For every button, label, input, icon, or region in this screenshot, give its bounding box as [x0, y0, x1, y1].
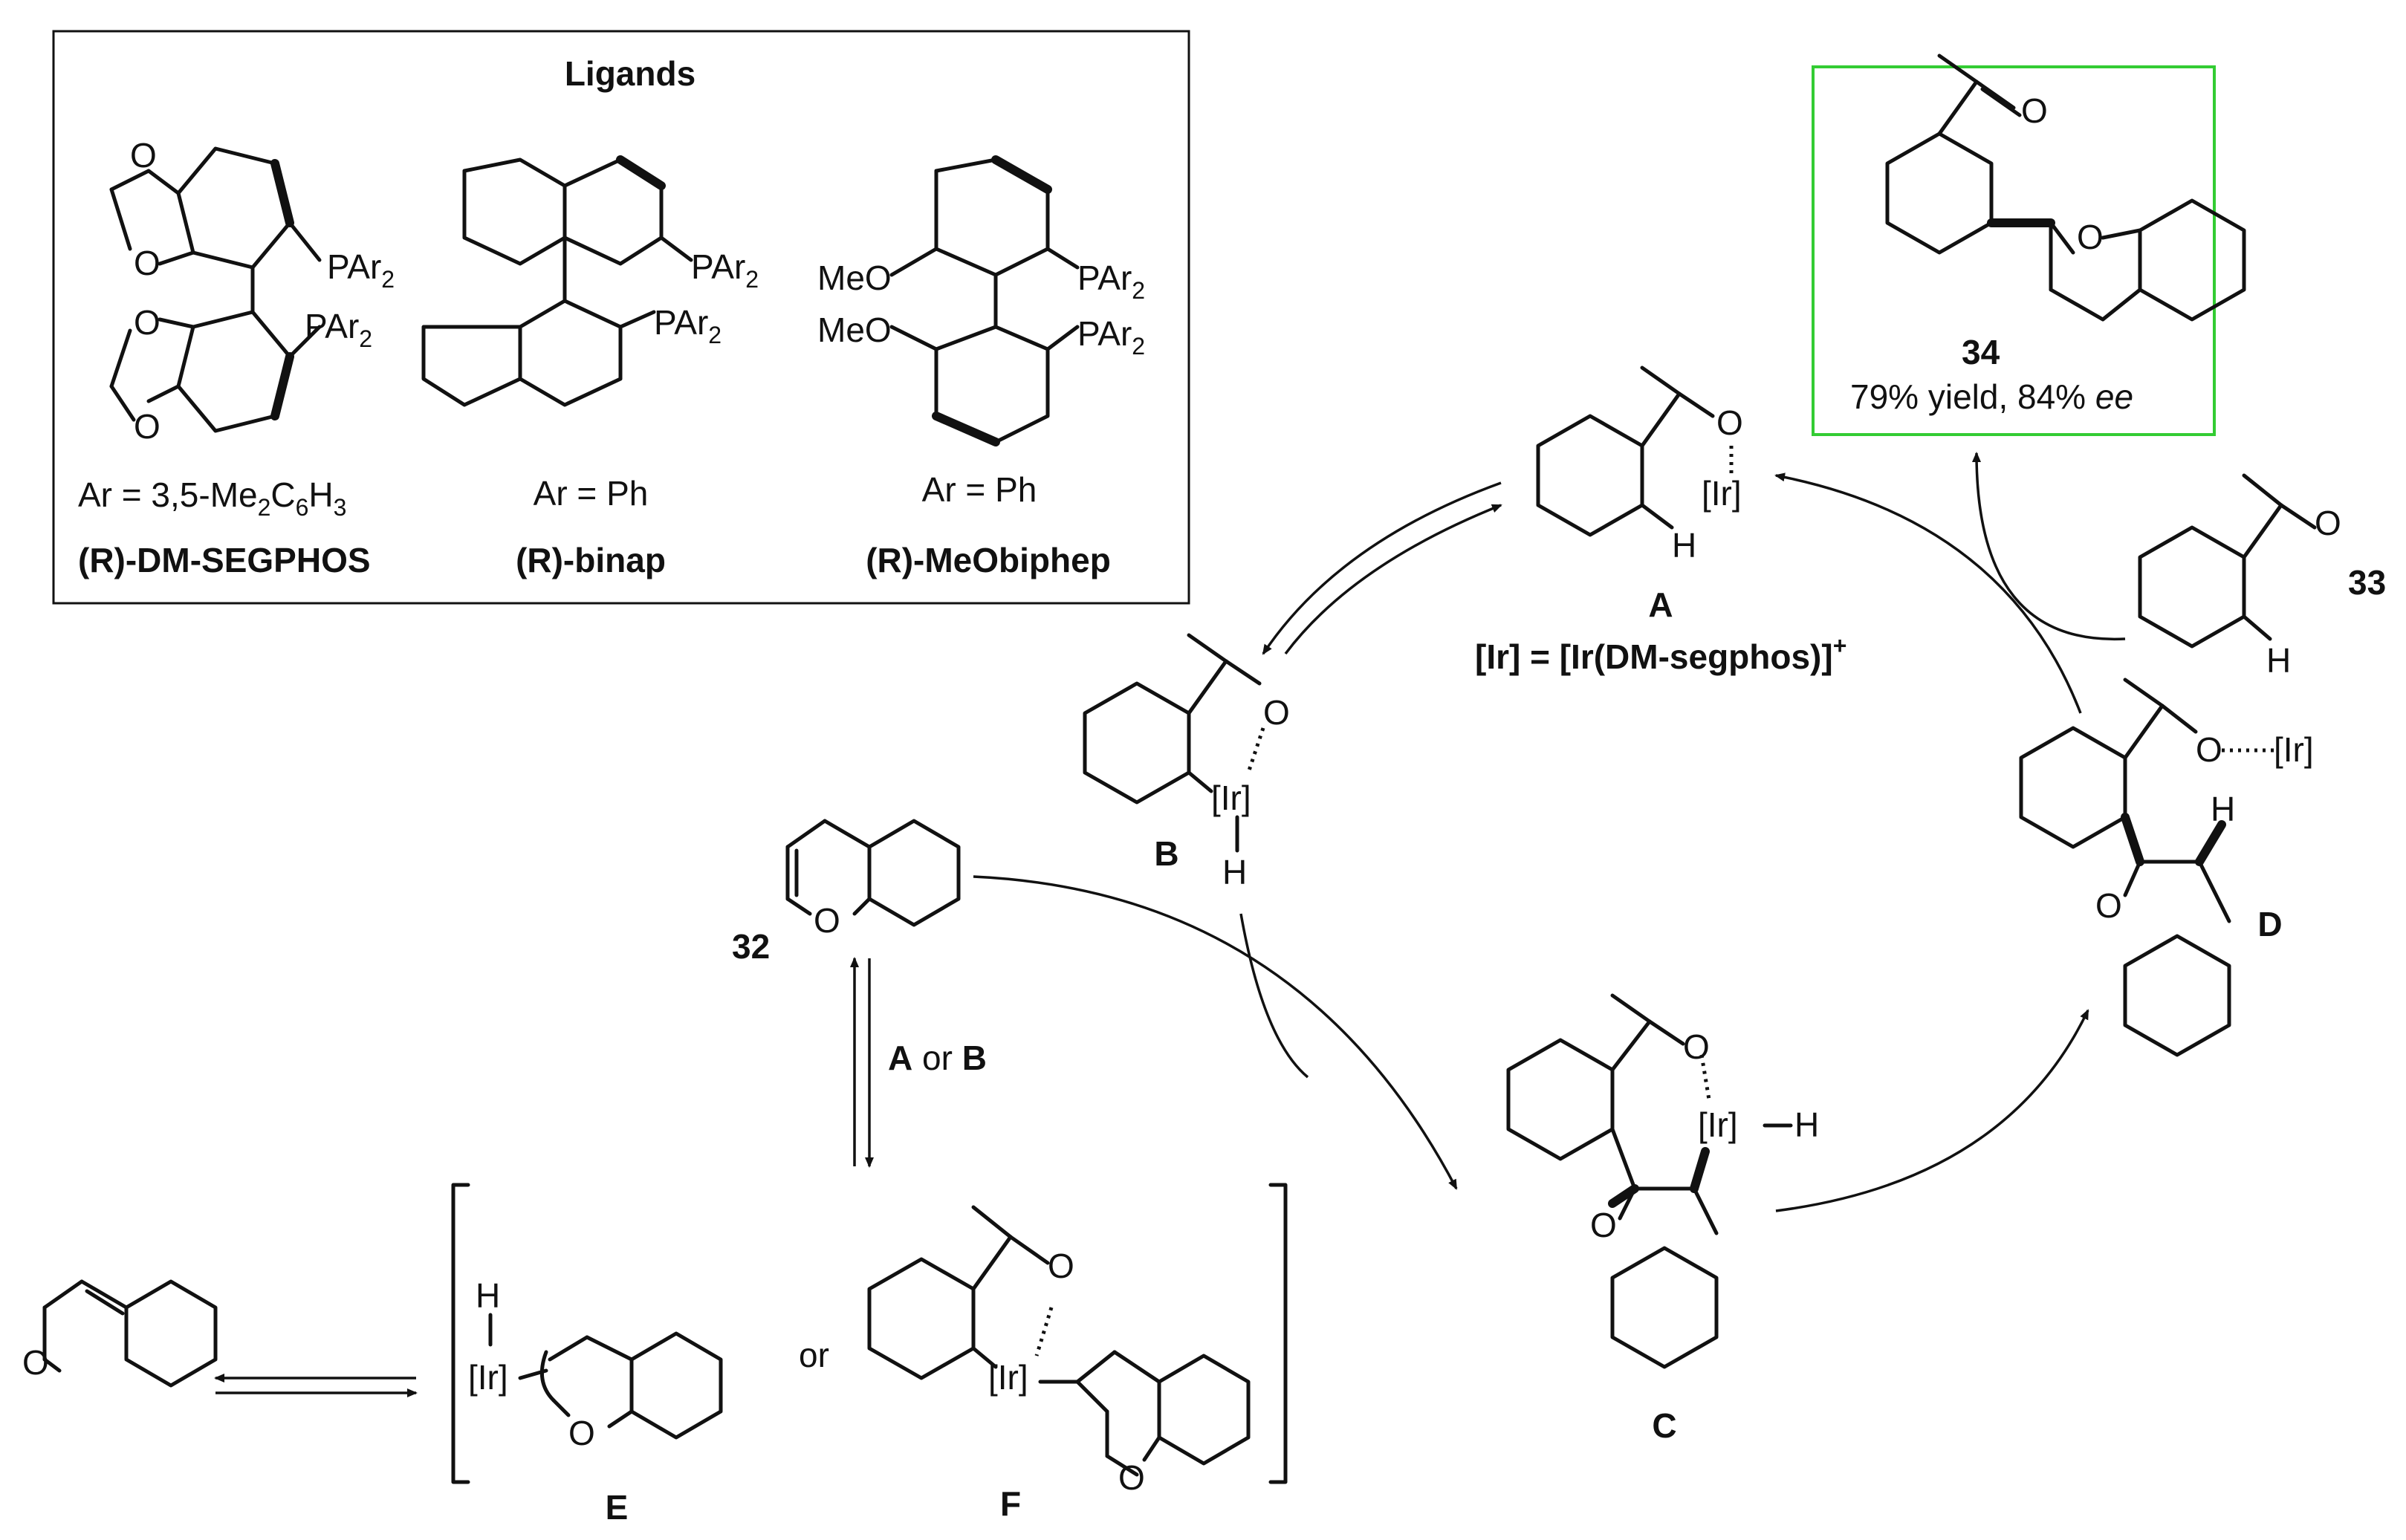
arrows	[214, 452, 2126, 1397]
atom-o: O	[2077, 218, 2104, 256]
compound-33: O H 33	[2138, 473, 2386, 680]
atom-o: O	[2196, 730, 2222, 769]
compound-33-label: 33	[2348, 563, 2386, 602]
intermediate-f: O [Ir] O F	[867, 1205, 1251, 1523]
atom-o: O	[2315, 504, 2341, 542]
arrow-c-to-d	[1775, 1009, 2089, 1212]
compound-32-label: 32	[732, 927, 770, 966]
ligand-ar-meobiphep: Ar = Ph	[922, 470, 1037, 509]
atom-par2: PAr2	[305, 307, 372, 352]
intermediate-b: O [Ir] H B	[1083, 633, 1290, 891]
atom-h: H	[1794, 1105, 1819, 1144]
atom-ir: [Ir]	[2274, 730, 2314, 769]
atom-o: O	[1118, 1458, 1145, 1497]
atom-h: H	[476, 1276, 500, 1315]
atom-o: O	[1263, 693, 1290, 732]
atom-ir: [Ir]	[468, 1358, 508, 1397]
atom-o: O	[22, 1343, 49, 1382]
atom-o: O	[2021, 91, 2048, 130]
arrow-a-to-b	[1262, 481, 1502, 655]
atom-par2: PAr2	[327, 247, 395, 293]
atom-o: O	[1683, 1027, 1710, 1066]
atom-ir: [Ir]	[1702, 474, 1742, 513]
intermediate-d: O [Ir] H O D	[2019, 678, 2314, 1057]
label-e: E	[606, 1488, 629, 1527]
compound-34-label: 34	[1962, 333, 2000, 371]
atom-o: O	[1048, 1247, 1074, 1285]
atom-meo: MeO	[817, 311, 892, 349]
atom-par2: PAr2	[1077, 259, 1145, 304]
atom-o: O	[134, 303, 160, 342]
catalyst-definition: [Ir] = [Ir(DM-segphos)]+	[1475, 632, 1846, 676]
equilibrium-label: A or B	[888, 1039, 987, 1077]
product-result: 79% yield, 84% ee	[1850, 377, 2133, 416]
ligand-name-dmsegphos: (R)-DM-SEGPHOS	[78, 541, 371, 579]
dm-segphos-structure: O O O O PAr2 PAr2	[109, 136, 395, 446]
atom-o: O	[1716, 403, 1743, 442]
ligand-name-binap: (R)-binap	[516, 541, 666, 579]
binap-structure: PAr2 PAr2	[421, 155, 759, 407]
atom-par2: PAr2	[691, 247, 759, 293]
or-text: or	[799, 1336, 829, 1374]
atom-h: H	[2211, 790, 2235, 828]
atom-par2: PAr2	[654, 303, 722, 348]
arrow-b-into-path	[1239, 913, 1309, 1079]
ligand-ar-dmsegphos: Ar = 3,5-Me2C6H3	[78, 475, 346, 521]
arrow-d-to-a	[1774, 472, 2082, 714]
atom-o: O	[568, 1414, 595, 1452]
label-f: F	[1000, 1484, 1021, 1523]
arrow-to-product	[1972, 452, 2126, 641]
ligands-box: Ligands O O O O PAr2 PAr2 Ar = 3,5-Me2C	[52, 30, 1190, 605]
meobiphep-structure: MeO MeO PAr2 PAr2	[817, 155, 1145, 446]
atom-ir: [Ir]	[1698, 1105, 1738, 1144]
atom-o: O	[1590, 1206, 1617, 1244]
atom-ir: [Ir]	[988, 1358, 1028, 1397]
ligand-name-meobiphep: (R)-MeObiphep	[866, 541, 1111, 579]
ligand-ar-binap: Ar = Ph	[534, 474, 649, 513]
atom-o: O	[134, 407, 160, 446]
intermediate-c: O [Ir] H O C	[1506, 993, 1819, 1445]
label-d: D	[2257, 905, 2282, 943]
product-box: O O 34 79% yield, 84% ee	[1812, 53, 2246, 436]
arrow-b-to-a	[1284, 504, 1502, 655]
atom-o: O	[814, 901, 840, 940]
label-b: B	[1154, 834, 1178, 873]
intermediate-e: H [Ir] O E	[468, 1276, 723, 1527]
arrow-32-to-c	[973, 875, 1458, 1190]
ligands-title: Ligands	[565, 54, 695, 93]
atom-par2: PAr2	[1077, 314, 1145, 360]
atom-meo: MeO	[817, 259, 892, 297]
atom-o: O	[130, 136, 157, 175]
atom-h: H	[2266, 641, 2291, 680]
chromene-2h: O	[22, 1279, 218, 1388]
atom-h: H	[1222, 853, 1247, 891]
label-c: C	[1652, 1406, 1676, 1445]
atom-h: H	[1672, 526, 1696, 565]
bracket-e-f: H [Ir] O E or	[451, 1183, 1288, 1527]
atom-o: O	[2095, 886, 2122, 925]
atom-ir: [Ir]	[1211, 779, 1251, 817]
atom-o: O	[134, 244, 160, 282]
product-34-structure: O O	[1885, 53, 2246, 322]
intermediate-a: O H [Ir] A	[1536, 365, 1743, 624]
compound-32: O 32	[732, 819, 961, 966]
label-a: A	[1648, 585, 1673, 624]
